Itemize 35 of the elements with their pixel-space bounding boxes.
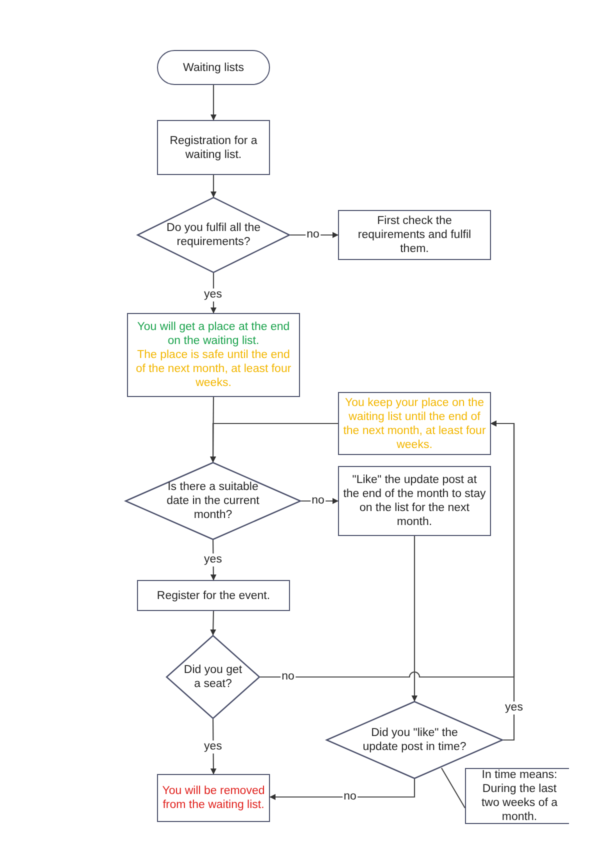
node-text: The place is safe until the end of the next month, at least four weeks.: [134, 348, 292, 390]
process-box: [137, 580, 290, 611]
process-box: [157, 120, 270, 175]
node-text: Registration for a waiting list.: [168, 134, 258, 162]
arrow: [210, 610, 216, 636]
edge-label: yes: [203, 554, 223, 566]
edge-label: yes: [504, 702, 524, 714]
node-text: Register for the event.: [156, 588, 270, 602]
node-text: Did you get a seat?: [182, 663, 244, 691]
node-text: You will be removed from the waiting list.: [162, 784, 265, 812]
arrow: [210, 85, 216, 120]
node-text: In time means: During the last two weeks of a month.: [480, 768, 559, 824]
process-box: [127, 313, 300, 397]
arrow: [210, 422, 338, 462]
process-box: [157, 774, 270, 822]
arrow: [210, 175, 216, 198]
annotation-box: [465, 768, 569, 824]
node-text: "Like" the update post at the end of the month to stay on the list for the next month.: [343, 473, 486, 529]
node-text: Waiting lists: [183, 60, 244, 74]
terminator-box: [157, 50, 270, 85]
node-text: Do you fulfil all the requirements?: [166, 221, 262, 249]
process-box: [338, 466, 491, 536]
arrow: [490, 420, 515, 741]
edge-label: yes: [203, 740, 223, 754]
node-text: You keep your place on the waiting list until the end of the next month, at least four weeks.: [343, 396, 486, 452]
arrow: [270, 779, 416, 800]
arrow: [210, 719, 216, 774]
leader-line: [441, 768, 466, 808]
node-text: Is there a suitable date in the current month?: [166, 480, 260, 522]
node-text: You will get a place at the end on the waiting list.: [136, 320, 291, 348]
arrow: [412, 536, 418, 702]
edge-label: yes: [203, 288, 223, 302]
process-box: [338, 210, 491, 260]
node-text: First check the requirements and fulfil them.: [356, 214, 472, 256]
node-text: Did you "like" the update post in time?: [362, 726, 468, 754]
